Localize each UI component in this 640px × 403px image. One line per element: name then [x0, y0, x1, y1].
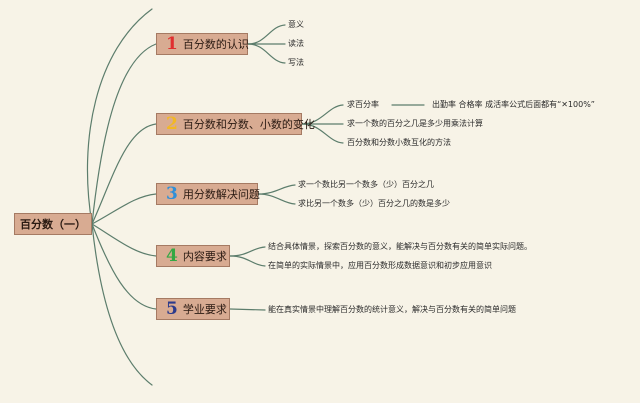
- topic-node-1: 1 百分数的认识: [156, 33, 249, 55]
- topic-number-1: 1: [166, 33, 178, 54]
- t3-b1: [257, 184, 296, 195]
- topic1-item-1: 意义: [288, 20, 304, 29]
- t1-b1: [247, 24, 286, 45]
- topic2-item-3: 百分数和分数小数互化的方法: [347, 138, 451, 147]
- topic-node-5: 5 学业要求: [156, 298, 230, 320]
- t4-b1: [229, 246, 266, 257]
- t2-b3: [301, 123, 344, 144]
- topic2-note: 出勤率 合格率 成活率公式后面都有“✕100%”: [432, 100, 595, 109]
- root-tail-bottom: [91, 223, 153, 386]
- t5-b1: [229, 308, 266, 311]
- t4-b2: [229, 255, 266, 267]
- topic-node-4: 4 内容要求: [156, 245, 230, 267]
- topic-label-5: 学业要求: [182, 303, 227, 316]
- topic1-item-2: 读法: [288, 39, 304, 48]
- topic4-item-1: 结合具体情景，探索百分数的意义，能解决与百分数有关的简单实际问题。: [268, 242, 532, 251]
- topic-number-4: 4: [166, 245, 178, 266]
- topic1-item-3: 写法: [288, 58, 304, 67]
- topic3-item-2: 求比另一个数多（少）百分之几的数是多少: [298, 199, 450, 208]
- topic-number-2: 2: [166, 113, 178, 134]
- topic3-item-1: 求一个数比另一个数多（少）百分之几: [298, 180, 434, 189]
- topic4-item-2: 在简单的实际情景中，应用百分数形成数据意识和初步应用意识: [268, 261, 492, 270]
- topic-label-3: 用分数解决问题: [182, 188, 260, 201]
- topic-label-2: 百分数和分数、小数的变化: [182, 118, 315, 131]
- root-to-topic3: [91, 193, 157, 225]
- topic-label-1: 百分数的认识: [182, 38, 249, 51]
- topic-number-5: 5: [166, 298, 178, 319]
- root-tail-top: [86, 8, 153, 225]
- topic2-item-2: 求一个数的百分之几是多少用乘法计算: [347, 119, 483, 128]
- root-label: 百分数（一）: [20, 218, 86, 231]
- root-node: 百分数（一）: [14, 213, 92, 235]
- topic-node-3: 3 用分数解决问题: [156, 183, 260, 205]
- topic2-item-1: 求百分率: [347, 100, 379, 109]
- root-to-topic2: [91, 123, 157, 225]
- root-to-topic4: [91, 223, 157, 257]
- topic-label-4: 内容要求: [182, 250, 227, 263]
- t1-b3: [247, 43, 286, 64]
- t3-b2: [257, 193, 296, 205]
- topic5-item-1: 能在真实情景中理解百分数的统计意义，解决与百分数有关的简单问题: [268, 305, 516, 314]
- topic-node-2: 2 百分数和分数、小数的变化: [156, 113, 315, 135]
- topic-number-3: 3: [166, 183, 178, 204]
- root-to-topic5: [91, 223, 157, 310]
- root-to-topic1: [91, 43, 157, 225]
